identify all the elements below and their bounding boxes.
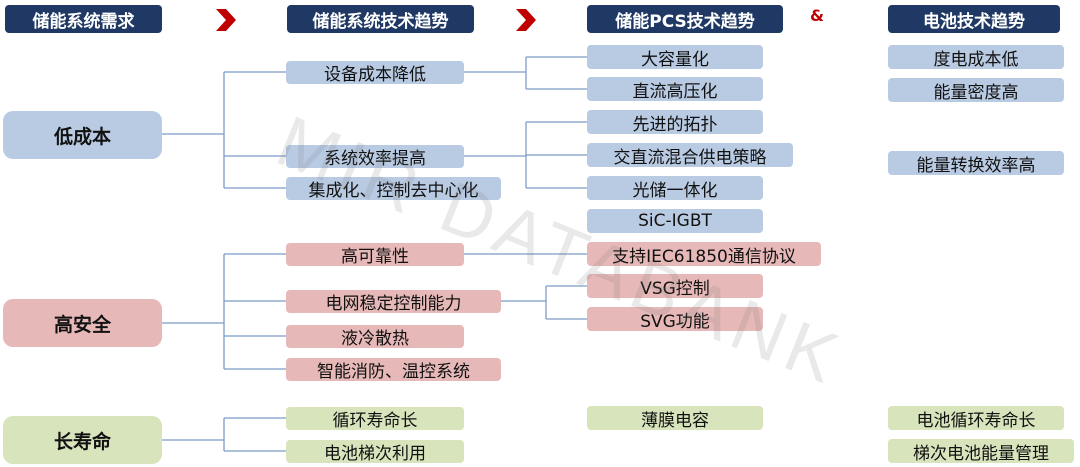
tech-trend-box: 液冷散热 xyxy=(286,325,464,349)
pcs-trend-box: VSG控制 xyxy=(587,274,763,299)
ampersand-symbol: & xyxy=(810,6,824,25)
header-battery-tech-trend: 电池技术趋势 xyxy=(888,5,1060,33)
tech-trend-box: 高可靠性 xyxy=(286,243,464,267)
battery-trend-box: 度电成本低 xyxy=(888,45,1064,70)
pcs-trend-box: 薄膜电容 xyxy=(587,406,763,431)
pcs-trend-box: 大容量化 xyxy=(587,45,763,70)
tech-trend-box: 设备成本降低 xyxy=(286,61,464,85)
battery-trend-box: 能量转换效率高 xyxy=(888,151,1064,176)
pcs-trend-box: 先进的拓扑 xyxy=(587,110,763,135)
pcs-trend-box: 交直流混合供电策略 xyxy=(587,143,793,168)
category-low-cost: 低成本 xyxy=(3,111,162,159)
pcs-trend-box: SVG功能 xyxy=(587,307,763,332)
pcs-trend-box: 支持IEC61850通信协议 xyxy=(587,242,821,267)
tech-trend-box: 智能消防、温控系统 xyxy=(286,358,501,382)
tech-trend-box: 循环寿命长 xyxy=(286,407,464,431)
category-long-life: 长寿命 xyxy=(3,416,162,464)
battery-trend-box: 梯次电池能量管理 xyxy=(888,439,1074,464)
tech-trend-box: 系统效率提高 xyxy=(286,145,464,169)
header-pcs-tech-trend: 储能PCS技术趋势 xyxy=(587,5,783,33)
header-system-tech-trend: 储能系统技术趋势 xyxy=(287,5,474,33)
tech-trend-box: 集成化、控制去中心化 xyxy=(286,177,501,201)
pcs-trend-box: 直流高压化 xyxy=(587,77,763,102)
pcs-trend-box: 光储一体化 xyxy=(587,176,763,201)
category-high-safety: 高安全 xyxy=(3,299,162,347)
chevron-right-icon xyxy=(216,9,236,31)
tech-trend-box: 电池梯次利用 xyxy=(286,440,464,464)
tech-trend-box: 电网稳定控制能力 xyxy=(286,290,501,314)
header-system-demand: 储能系统需求 xyxy=(5,5,162,33)
chevron-right-icon xyxy=(516,9,536,31)
pcs-trend-box: SiC-IGBT xyxy=(587,209,763,233)
battery-trend-box: 电池循环寿命长 xyxy=(888,406,1064,431)
battery-trend-box: 能量密度高 xyxy=(888,78,1064,103)
